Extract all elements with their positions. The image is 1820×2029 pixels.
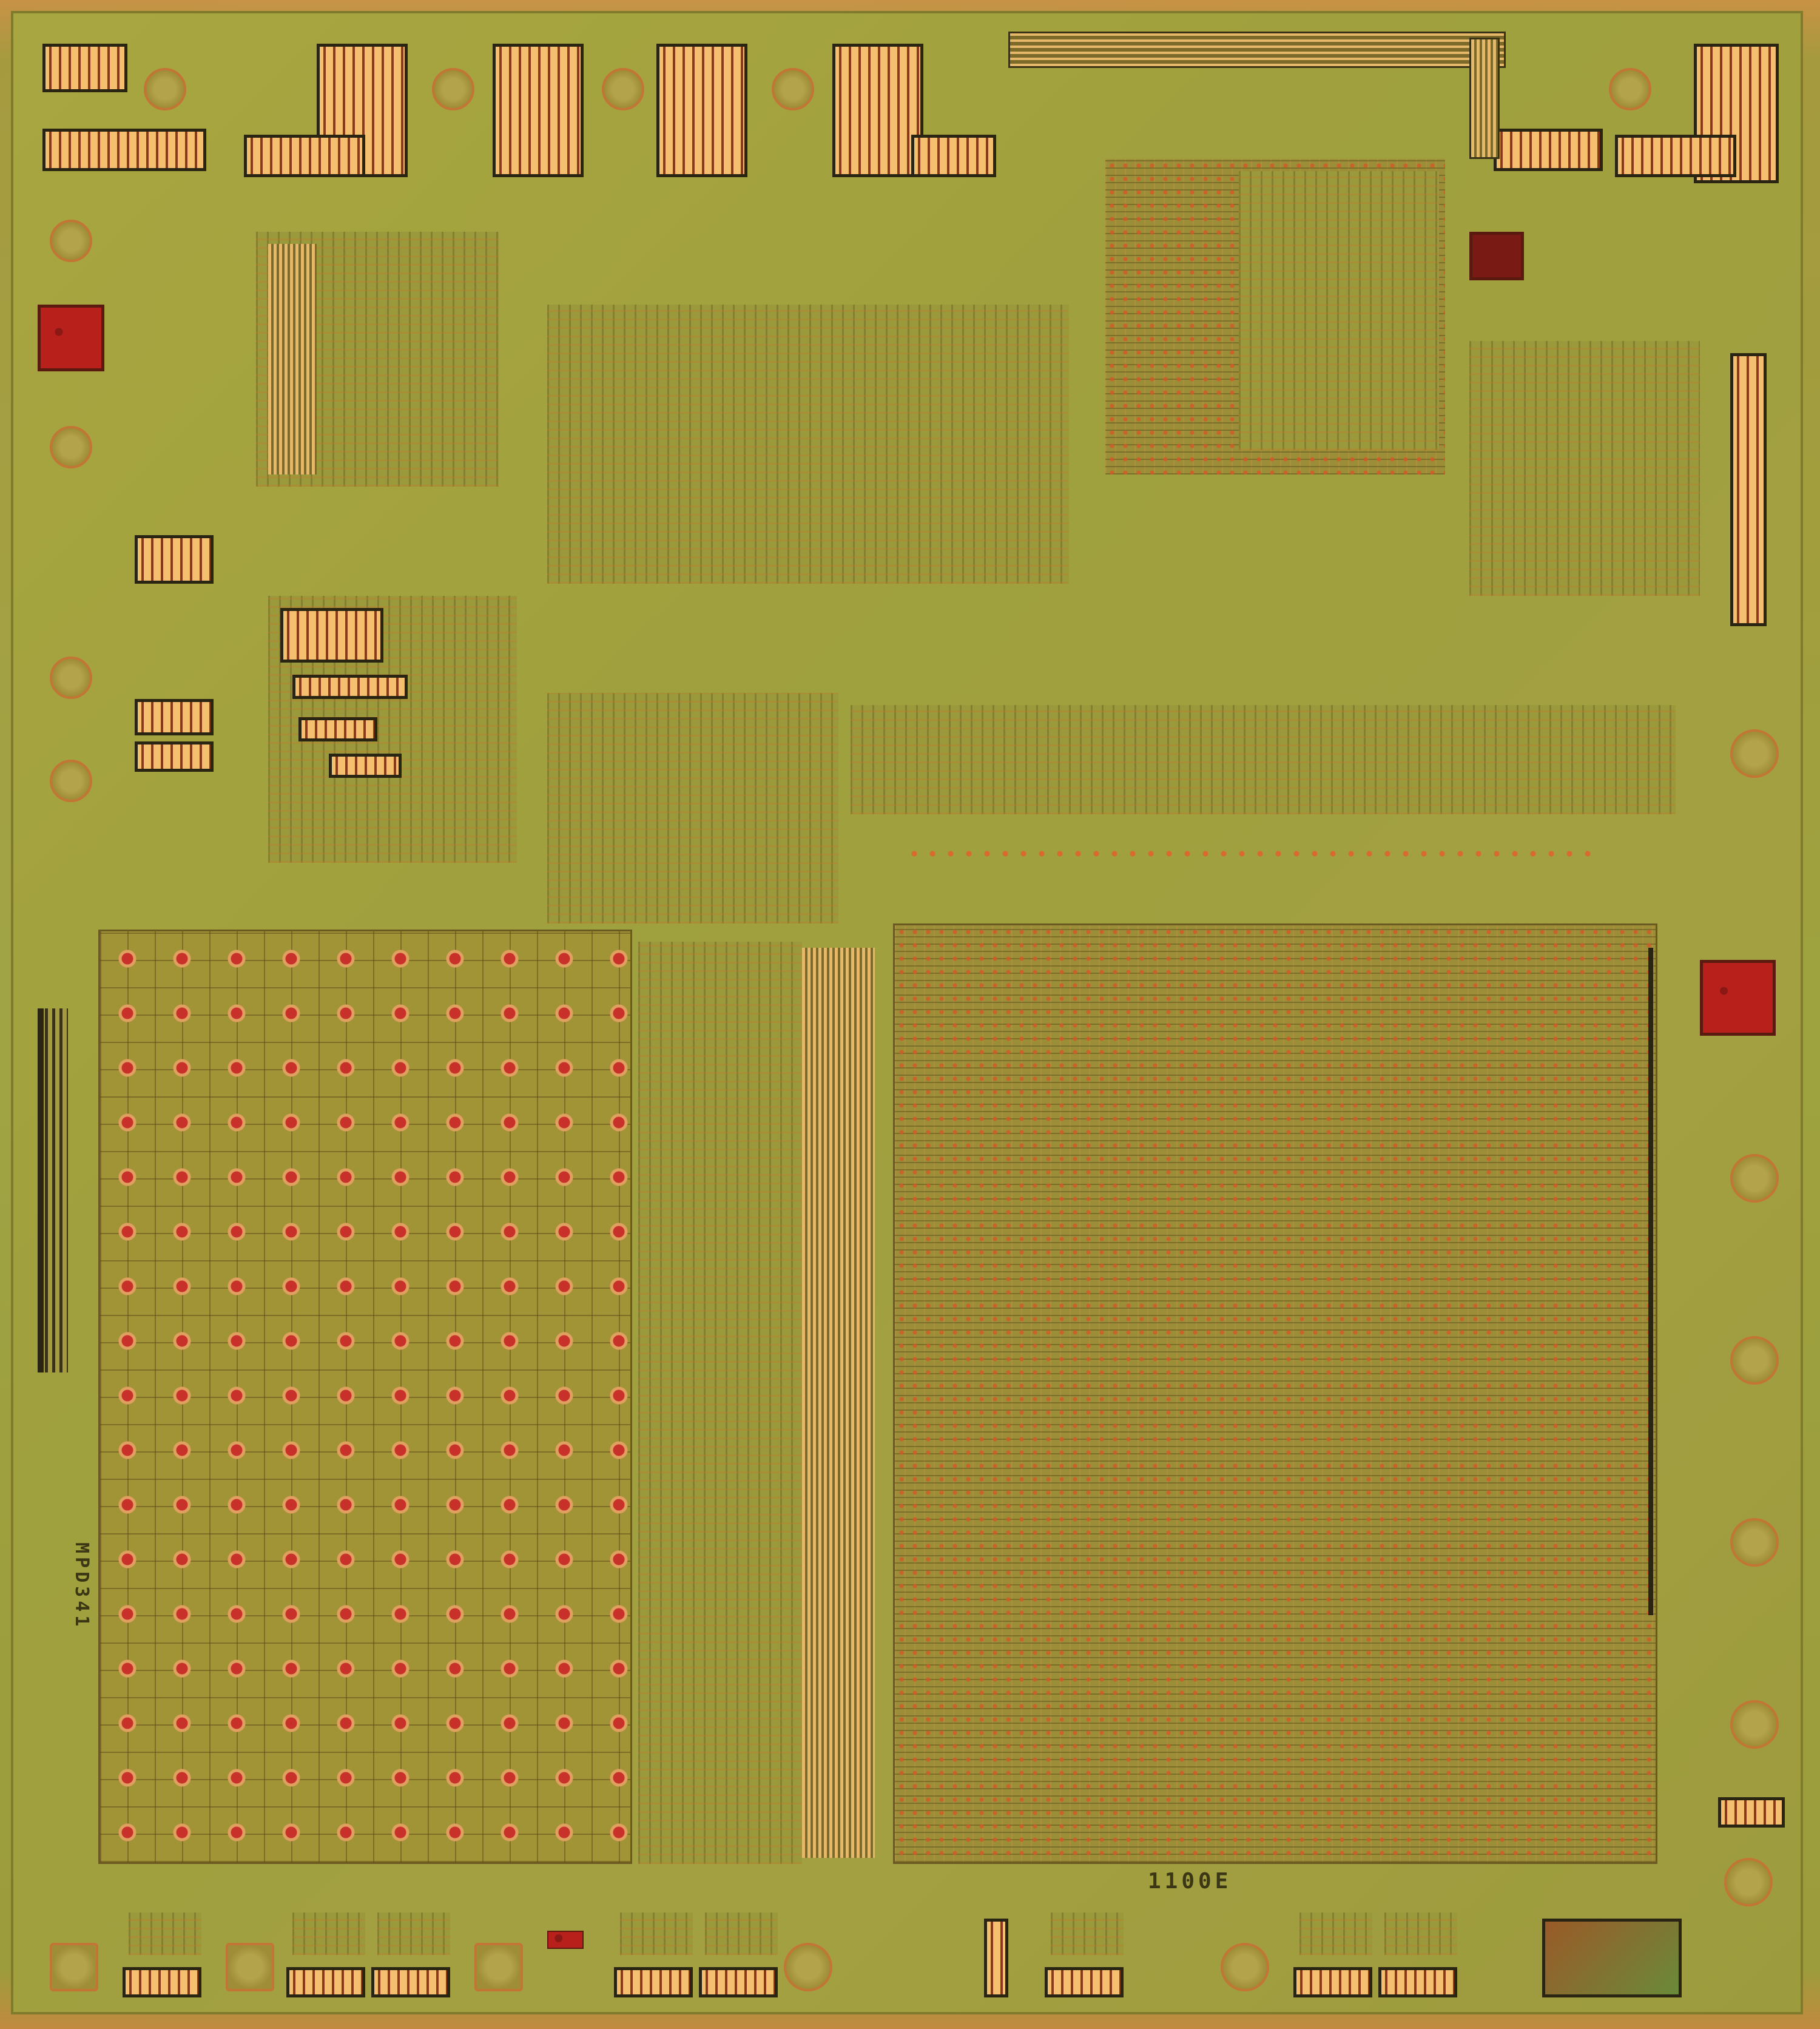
top-bond-pad-6	[1494, 129, 1603, 171]
power-pad-top-right	[1469, 232, 1524, 280]
left-rail-bar	[38, 1008, 44, 1372]
bond-pad	[432, 68, 474, 110]
oscillator-resistor-4	[329, 754, 402, 778]
bond-pad	[784, 1943, 832, 1991]
bottom-driver-6	[1051, 1913, 1124, 1955]
bond-pad	[50, 426, 92, 468]
rom-row-decoder	[638, 942, 802, 1864]
bond-pad	[50, 760, 92, 802]
bottom-resistor-2	[286, 1967, 365, 1997]
side-code-label: MPD341	[71, 1542, 92, 1630]
bottom-resistor-6	[1045, 1967, 1124, 1997]
power-pad-right	[1700, 960, 1776, 1036]
bond-pad	[1730, 729, 1779, 778]
top-bond-pad-5	[832, 44, 923, 177]
bond-pad	[1730, 1700, 1779, 1749]
top-bond-pad-7b	[1615, 135, 1736, 177]
bond-pad	[50, 657, 92, 699]
address-bus	[802, 948, 875, 1858]
bond-pad	[50, 1943, 98, 1991]
bottom-right-test-pad	[1542, 1919, 1682, 1997]
top-bond-pad-3	[493, 44, 584, 177]
bottom-red-marker	[547, 1931, 584, 1949]
bond-pad	[474, 1943, 523, 1991]
power-pad-left	[38, 305, 104, 371]
bottom-resistor-4	[614, 1967, 693, 1997]
oscillator-resistor-2	[292, 675, 408, 699]
left-resistor-3	[135, 741, 214, 772]
upper-center-logic	[547, 305, 1069, 584]
bond-pad	[226, 1943, 274, 1991]
bond-pad	[602, 68, 644, 110]
die-surface: 1100E MPD341	[11, 11, 1803, 2014]
column-drivers	[851, 705, 1676, 814]
bottom-driver-4	[620, 1913, 693, 1955]
bottom-driver-3	[377, 1913, 450, 1955]
bond-pad	[50, 220, 92, 262]
bottom-driver-7	[1299, 1913, 1372, 1955]
right-resistor-bottom	[1718, 1797, 1785, 1828]
mid-left-logic	[547, 693, 838, 923]
bottom-vertical-resistor	[984, 1919, 1008, 1997]
ram-right-rail	[1648, 948, 1653, 1615]
top-bond-pad-5b	[911, 135, 996, 177]
right-control-logic	[1469, 341, 1700, 596]
bond-pad	[1730, 1336, 1779, 1385]
column-driver-contacts	[905, 845, 1603, 869]
top-bond-pad-1b	[42, 129, 206, 171]
top-metal-rail	[1008, 32, 1506, 68]
bottom-driver-1	[129, 1913, 201, 1955]
die-code-label: 1100E	[1148, 1869, 1232, 1894]
bond-pad	[144, 68, 186, 110]
top-metal-rail-drop	[1469, 38, 1500, 159]
top-bond-pad-2b	[244, 135, 365, 177]
upper-right-register-array-core	[1239, 171, 1439, 450]
upper-left-bus	[268, 244, 317, 474]
left-resistor-2	[135, 699, 214, 735]
bond-pad	[1730, 1154, 1779, 1203]
bottom-resistor-5	[699, 1967, 778, 1997]
bottom-resistor-3	[371, 1967, 450, 1997]
right-vertical-resistor	[1730, 353, 1767, 626]
top-bond-pad-1	[42, 44, 127, 92]
bond-pad	[1724, 1858, 1773, 1906]
bond-pad	[1609, 68, 1651, 110]
bottom-driver-8	[1384, 1913, 1457, 1955]
top-bond-pad-4	[656, 44, 747, 177]
left-resistor-1	[135, 535, 214, 584]
bottom-resistor-8	[1378, 1967, 1457, 1997]
bottom-driver-5	[705, 1913, 778, 1955]
rom-array	[98, 930, 632, 1864]
oscillator-resistor-1	[280, 608, 383, 663]
bottom-resistor-7	[1293, 1967, 1372, 1997]
bond-pad	[1730, 1518, 1779, 1567]
bottom-resistor-1	[123, 1967, 201, 1997]
bottom-driver-2	[292, 1913, 365, 1955]
bond-pad	[1221, 1943, 1269, 1991]
oscillator-resistor-3	[298, 717, 377, 741]
ram-array	[893, 923, 1657, 1864]
bond-pad	[772, 68, 814, 110]
